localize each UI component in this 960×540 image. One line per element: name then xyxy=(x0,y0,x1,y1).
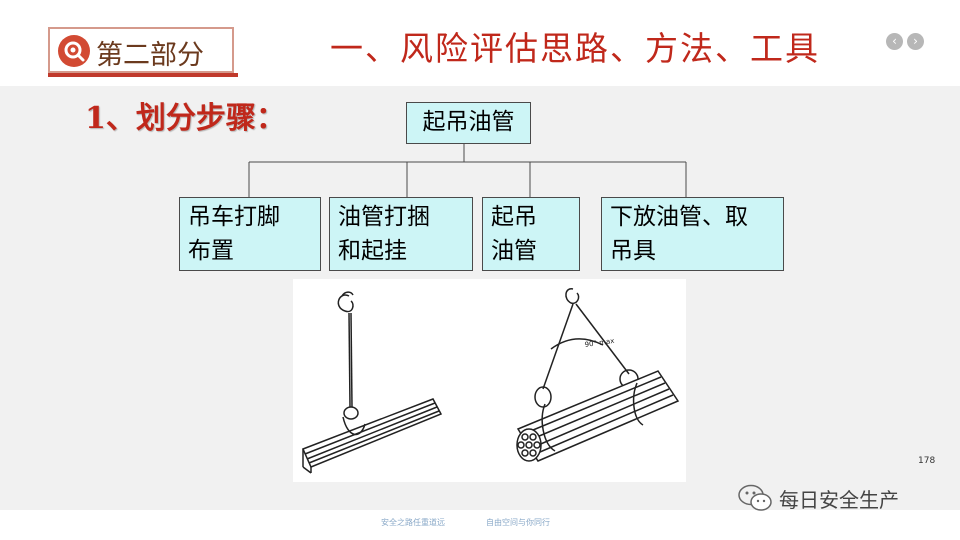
lifting-illustration: 90° max xyxy=(293,279,686,482)
wechat-icon xyxy=(738,484,772,511)
next-slide-button[interactable]: › xyxy=(907,33,924,50)
section-label: 第二部分 xyxy=(96,40,204,71)
magnifier-icon xyxy=(58,35,90,67)
node-line: 吊具 xyxy=(610,238,656,264)
wechat-watermark: 每日安全生产 xyxy=(737,481,899,515)
node-line: 和起挂 xyxy=(338,238,407,264)
node-line: 下放油管、取 xyxy=(610,204,748,230)
tree-node-lifting: 起吊 油管 xyxy=(482,197,580,271)
section-badge: 第二部分 xyxy=(48,27,234,73)
slide-header: 第二部分 一、风险评估思路、方法、工具 ‹ › xyxy=(0,0,960,86)
node-line: 布置 xyxy=(188,238,234,264)
footer-right: 自由空间与你同行 xyxy=(486,518,550,527)
tree-node-crane-setup: 吊车打脚 布置 xyxy=(179,197,321,271)
node-line: 吊车打脚 xyxy=(188,204,280,230)
watermark-text: 每日安全生产 xyxy=(779,487,899,512)
tree-root-node: 起吊油管 xyxy=(406,102,531,144)
page-number: 178 xyxy=(918,456,936,466)
tree-node-lowering: 下放油管、取 吊具 xyxy=(601,197,784,271)
badge-underline xyxy=(48,73,238,77)
prev-slide-button[interactable]: ‹ xyxy=(886,33,903,50)
node-line: 油管 xyxy=(491,238,537,264)
tree-node-bundling: 油管打捆 和起挂 xyxy=(329,197,473,271)
node-line: 油管打捆 xyxy=(338,204,430,230)
footer-left: 安全之路任重道远 xyxy=(381,518,445,527)
sling-angle-label: 90° max xyxy=(584,337,615,349)
slide-title: 一、风险评估思路、方法、工具 xyxy=(330,29,820,68)
step-heading: 1、划分步骤： xyxy=(85,101,286,136)
node-line: 起吊 xyxy=(491,204,537,230)
